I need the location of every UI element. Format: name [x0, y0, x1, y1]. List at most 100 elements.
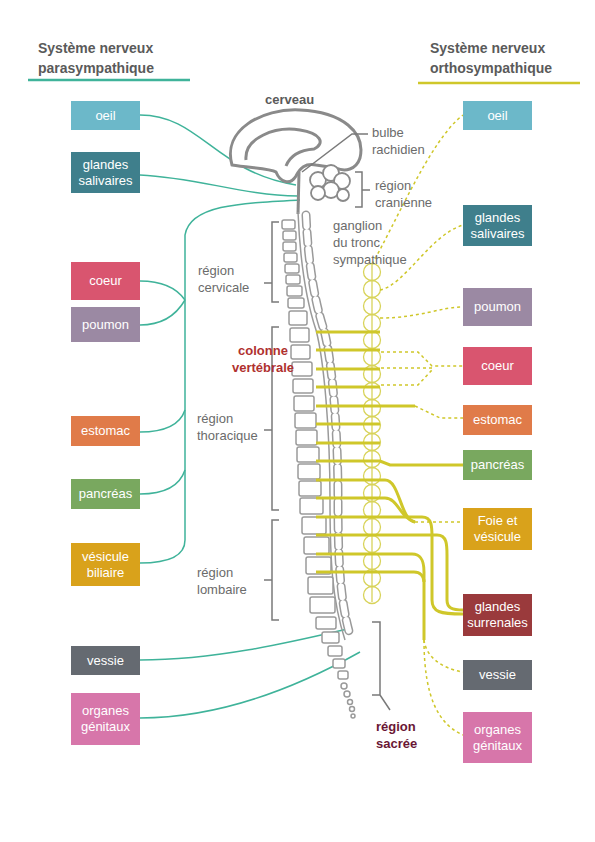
organ-label: pancréas [79, 486, 132, 502]
organ-box: glandes surrenales [463, 594, 532, 636]
nerve-line [140, 540, 185, 563]
nerve-line [140, 175, 298, 196]
dotted-nerve [380, 307, 463, 318]
nerve-line [316, 442, 380, 445]
organ-label: poumon [474, 299, 521, 315]
coccyx-bone [344, 691, 350, 697]
vertebra [283, 231, 296, 240]
vertebra [291, 345, 310, 359]
nerve-line [140, 410, 185, 432]
leader-line [302, 134, 368, 172]
vertebra [290, 328, 309, 342]
nerve-line [140, 300, 185, 325]
orthosympathetic-postganglionic [372, 115, 463, 735]
cerebellum-lobe [311, 186, 325, 200]
dotted-nerve [424, 640, 463, 672]
organ-box: Foie et vésicule [463, 508, 532, 550]
ganglion-circle [364, 298, 381, 315]
bracket [372, 622, 390, 710]
organ-box: glandes salivaires [71, 152, 140, 193]
dotted-nerve [381, 370, 432, 385]
organ-box: pancréas [463, 450, 532, 480]
organ-box: coeur [463, 347, 532, 385]
organ-label: organes génitaux [467, 722, 528, 754]
brainstem [298, 172, 299, 214]
organ-box: organes génitaux [463, 712, 532, 763]
part-name: colonne vertébrale [224, 342, 302, 376]
region-name: région cranienne [375, 177, 450, 211]
organ-box: estomac [71, 416, 140, 446]
dotted-nerve [415, 521, 463, 523]
dotted-nerve [415, 406, 463, 418]
region-name: région lombaire [197, 564, 263, 598]
organ-box: poumon [71, 307, 140, 342]
parasympathetic-nerves [140, 115, 360, 718]
ganglion-circle [364, 332, 381, 349]
organ-label: vessie [87, 653, 124, 669]
coccyx-bone [350, 707, 355, 712]
vertebrae [282, 220, 355, 718]
dotted-nerve [381, 352, 463, 366]
organ-label: pancréas [471, 457, 524, 473]
heading-underline [28, 79, 190, 82]
part-name: cerveau [265, 91, 345, 108]
vertebra [282, 220, 295, 229]
organ-label: estomac [473, 412, 522, 428]
nerve-line [316, 368, 380, 371]
vertebra [284, 253, 297, 262]
nerve-line [140, 470, 185, 494]
organ-box: oeil [71, 101, 140, 130]
organ-box: organes génitaux [71, 693, 140, 745]
organ-box: pancréas [71, 479, 140, 509]
vertebra [286, 275, 300, 284]
organ-label: glandes salivaires [75, 157, 136, 189]
ganglion-circle [364, 468, 381, 485]
organ-label: oeil [487, 108, 507, 124]
ganglion-circle [364, 536, 381, 553]
nerve-line [316, 386, 380, 389]
cerebrum-fold [246, 129, 320, 166]
nerve-line [316, 349, 380, 352]
coccyx-bone [348, 700, 353, 705]
vertebra [299, 481, 321, 496]
organ-label: estomac [81, 423, 130, 439]
vertebra [293, 379, 313, 393]
nerve-line [316, 554, 424, 640]
vertebra [310, 597, 335, 613]
organ-label: oeil [95, 108, 115, 124]
cerebellum-lobe [337, 189, 349, 201]
heading-underline [418, 82, 580, 85]
organ-box: poumon [463, 288, 532, 326]
nerve-line [140, 281, 185, 300]
part-name: bulbe rachidien [372, 124, 447, 158]
vertebra [308, 577, 333, 594]
nerve-line [316, 423, 380, 426]
sacrum-segment [328, 646, 342, 656]
nerve-line [316, 535, 463, 610]
vertebra [292, 362, 312, 376]
bracket [264, 520, 279, 620]
organ-label: glandes salivaires [467, 210, 528, 242]
region-name: région sacrée [376, 718, 436, 752]
organ-label: vessie [479, 667, 516, 683]
dotted-nerve [372, 115, 463, 264]
ganglion-circle [364, 587, 381, 604]
vertebra [285, 264, 299, 273]
coccyx-bone [351, 714, 355, 718]
nerve-line [316, 405, 415, 408]
vertebra [302, 517, 326, 534]
organ-box: oeil [463, 101, 532, 130]
section-heading: Système nerveux orthosympathique [430, 38, 570, 78]
sacrum-segment [333, 659, 345, 668]
sacrum-segment [338, 671, 348, 679]
vertebra [296, 430, 317, 445]
ganglion-circle [364, 315, 381, 332]
nerve-line [316, 572, 424, 582]
nerve-line [140, 652, 360, 718]
dotted-nerve [424, 640, 463, 735]
organ-box: vessie [463, 660, 532, 690]
vertebra [283, 242, 296, 251]
organ-box: coeur [71, 262, 140, 300]
organ-box: vésicule biliaire [71, 543, 140, 586]
